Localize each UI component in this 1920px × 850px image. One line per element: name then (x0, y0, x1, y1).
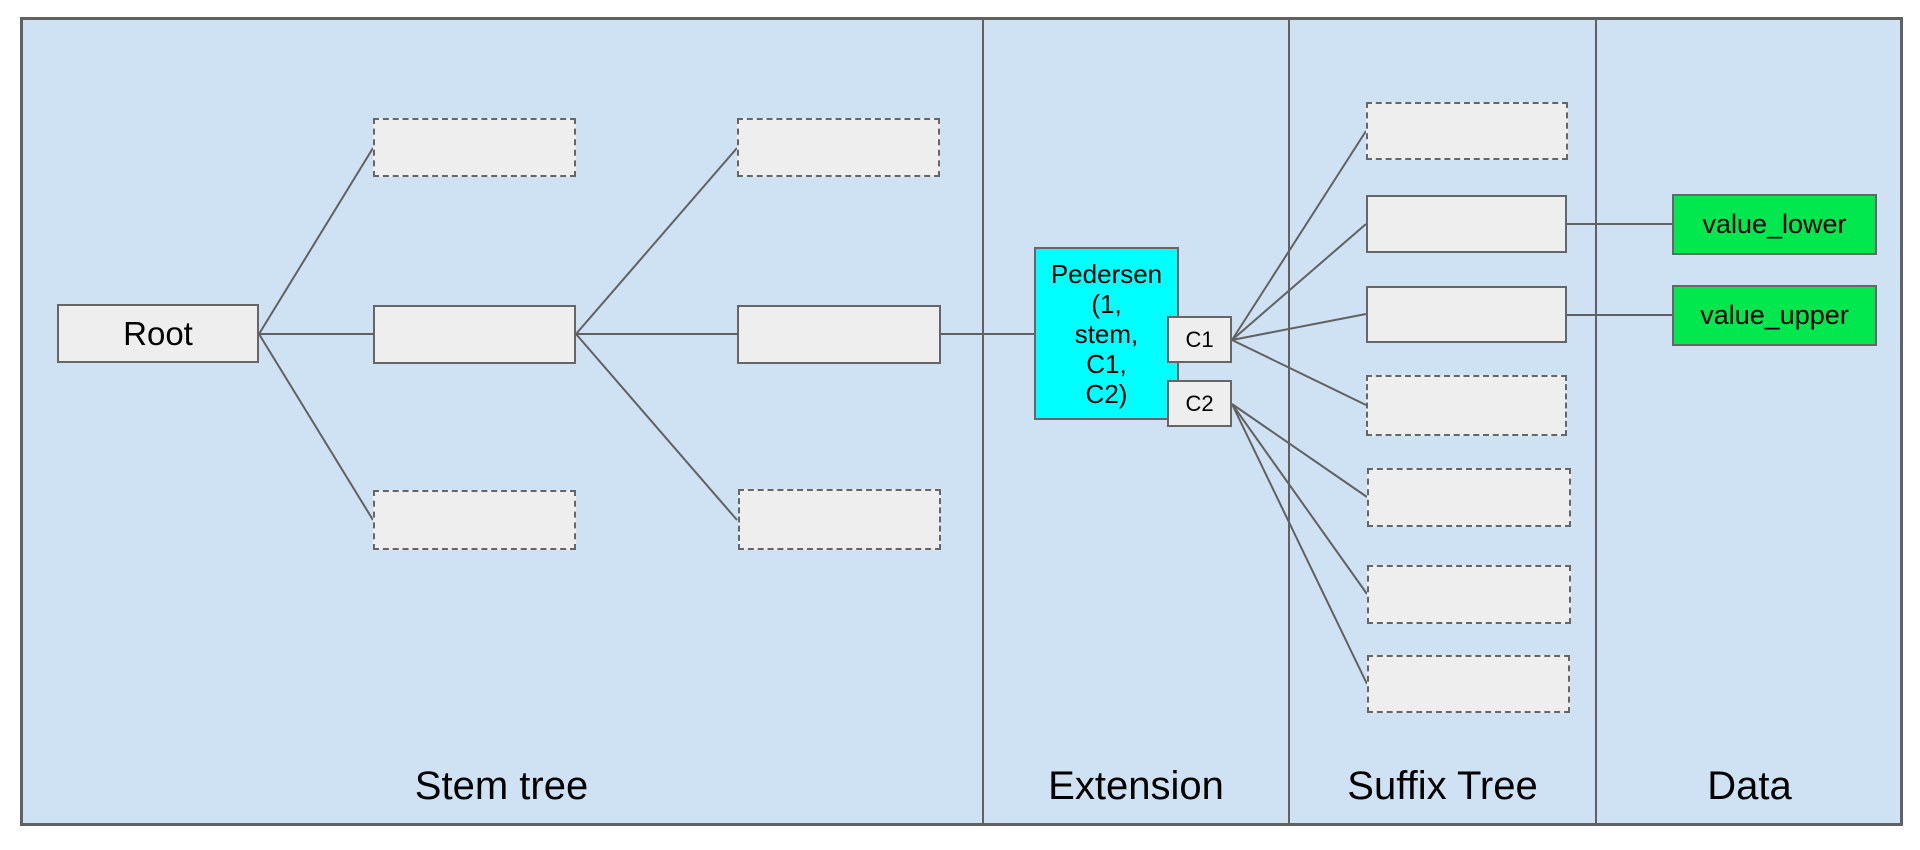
stem-node-dashed-top-1 (373, 118, 576, 177)
pedersen-line: C2) (1085, 378, 1128, 409)
suffix-node-dashed-4 (1366, 375, 1567, 436)
pedersen-line: (1, (1091, 288, 1122, 319)
pedersen-commitment-node: Pedersen (1, stem, C1, C2) (1034, 247, 1179, 420)
value-upper-node: value_upper (1672, 285, 1877, 346)
suffix-node-solid-2 (1366, 195, 1567, 253)
region-label-suffix-tree: Suffix Tree (1347, 764, 1538, 808)
c1-port-node: C1 (1167, 316, 1232, 363)
suffix-node-dashed-6 (1367, 565, 1571, 624)
pedersen-line: Pedersen (1050, 258, 1163, 289)
pedersen-line: stem, (1074, 318, 1139, 349)
divider-suffix-data (1595, 17, 1597, 826)
stem-node-dashed-top-2 (737, 118, 940, 177)
region-label-stem-tree: Stem tree (414, 764, 589, 808)
region-label-extension: Extension (1048, 764, 1224, 808)
diagram-panel (20, 17, 1903, 826)
divider-extension-suffix (1288, 17, 1290, 826)
pedersen-line: C1, (1086, 348, 1127, 379)
suffix-node-solid-3 (1366, 286, 1567, 343)
suffix-node-dashed-7 (1367, 655, 1570, 713)
suffix-node-dashed-5 (1367, 468, 1571, 527)
stem-node-dashed-bottom-1 (373, 490, 576, 550)
root-node: Root (57, 304, 259, 363)
value-lower-node: value_lower (1672, 194, 1877, 255)
region-label-data: Data (1707, 764, 1792, 808)
stem-node-solid-1 (373, 305, 576, 364)
stem-node-solid-2 (737, 305, 941, 364)
divider-stem-extension (982, 17, 984, 826)
c2-port-node: C2 (1167, 380, 1232, 427)
suffix-node-dashed-1 (1366, 102, 1568, 160)
stem-node-dashed-bottom-2 (738, 489, 941, 550)
